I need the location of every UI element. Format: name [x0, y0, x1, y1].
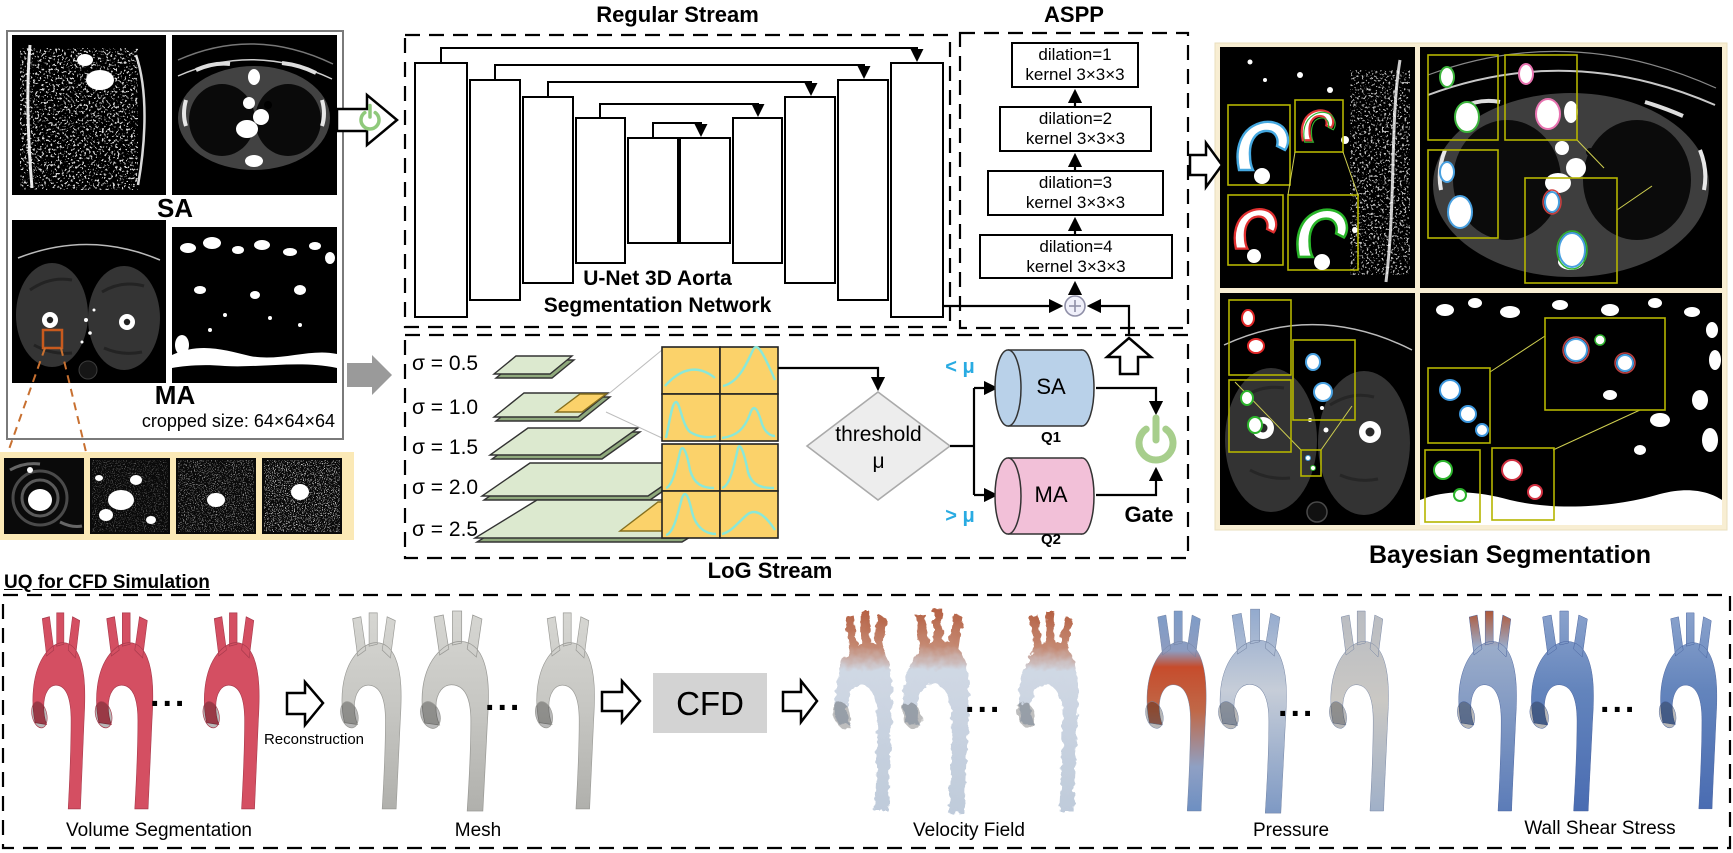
regular-stream-title: Regular Stream — [596, 2, 759, 27]
gate-power-icon — [1135, 414, 1177, 464]
cropped-patches-strip — [0, 452, 354, 540]
ellipsis-volume: ... — [150, 676, 188, 714]
pressure-label: Pressure — [1252, 820, 1330, 841]
sigma-label-4: σ = 2.0 — [412, 476, 479, 499]
log-stream-input-arrow — [347, 355, 392, 395]
sa-queue-label: SA — [1036, 374, 1066, 399]
volume-segmentation-group — [28, 612, 260, 810]
fusion-plus-node — [943, 295, 1131, 334]
uq-cfd-section — [1, 593, 1732, 850]
bayesian-title: Bayesian Segmentation — [1368, 541, 1652, 569]
ma-queue-cylinder — [994, 457, 1095, 535]
ellipsis-mesh: ... — [485, 680, 523, 718]
ellipsis-pressure: ... — [1278, 686, 1316, 724]
wall-shear-stress-label: Wall Shear Stress — [1524, 818, 1676, 839]
aspp-box — [958, 31, 1190, 330]
cfd-label: CFD — [676, 685, 744, 722]
q2-label: Q2 — [1040, 531, 1061, 548]
ellipsis-wss: ... — [1600, 682, 1638, 720]
aspp-output-arrow — [1188, 139, 1224, 191]
cfd-block — [653, 673, 767, 733]
regular-stream-box — [403, 33, 952, 329]
log-kernel-grid — [661, 345, 779, 539]
reconstruction-arrow — [285, 678, 325, 729]
velocity-field-group — [830, 609, 1079, 814]
velocity-field-label: Velocity Field — [913, 820, 1025, 841]
q1-label: Q1 — [1040, 429, 1061, 446]
sa-input-label: SA — [156, 193, 194, 223]
sigma-label-3: σ = 1.5 — [412, 436, 479, 459]
wss-group — [1453, 610, 1718, 812]
regular-stream-input-arrow — [335, 92, 399, 148]
gate-label: Gate — [1124, 502, 1174, 527]
ma-queue-label: MA — [1034, 482, 1068, 507]
log-stream-title: LoG Stream — [707, 558, 833, 583]
unet-blocks — [414, 62, 944, 318]
unet-title-line1: U-Net 3D Aorta — [583, 267, 732, 290]
sigma-label-1: σ = 0.5 — [412, 352, 479, 375]
input-ct-panel — [6, 30, 344, 440]
mesh-to-cfd-arrow — [600, 677, 642, 726]
cropped-size-label: cropped size: 64×64×64 — [141, 411, 335, 431]
sa-sagittal-image — [12, 35, 166, 195]
sigma-label-2: σ = 1.0 — [412, 396, 479, 419]
mesh-label: Mesh — [454, 820, 502, 841]
volume-segmentation-label: Volume Segmentation — [66, 820, 252, 841]
ma-axial-image — [12, 220, 166, 383]
crop-region-marker — [7, 328, 87, 453]
ellipsis-velocity: ... — [965, 682, 1003, 720]
sa-axial-image — [172, 35, 337, 195]
power-icon — [359, 110, 381, 131]
log-stream-box — [403, 333, 1190, 560]
reconstruction-label: Reconstruction — [263, 731, 365, 748]
gate-output-arrow — [1103, 336, 1155, 376]
bayesian-axial-pelvis — [1220, 293, 1415, 525]
mesh-group — [336, 610, 595, 812]
threshold-label-line1: threshold — [835, 423, 922, 446]
pressure-group — [1141, 608, 1389, 814]
unet-skip-connections — [440, 47, 924, 138]
ma-binary-image — [172, 227, 337, 383]
ma-input-label: MA — [154, 380, 196, 410]
aspp-title: ASPP — [1044, 2, 1104, 27]
sa-queue-cylinder — [994, 349, 1095, 427]
uq-title: UQ for CFD Simulation — [4, 572, 210, 593]
bayesian-binary-pelvis — [1420, 293, 1722, 525]
less-than-mu-label: < μ — [945, 356, 975, 378]
bayesian-panel — [1214, 42, 1728, 531]
unet-title-line2: Segmentation Network — [543, 294, 772, 317]
greater-than-mu-label: > μ — [945, 505, 975, 527]
threshold-label-line2: μ — [872, 450, 885, 473]
sigma-label-5: σ = 2.5 — [412, 518, 479, 541]
cfd-output-arrow — [781, 677, 819, 726]
bayesian-sagittal-binary — [1220, 47, 1415, 288]
bayesian-axial-chest — [1420, 47, 1722, 288]
